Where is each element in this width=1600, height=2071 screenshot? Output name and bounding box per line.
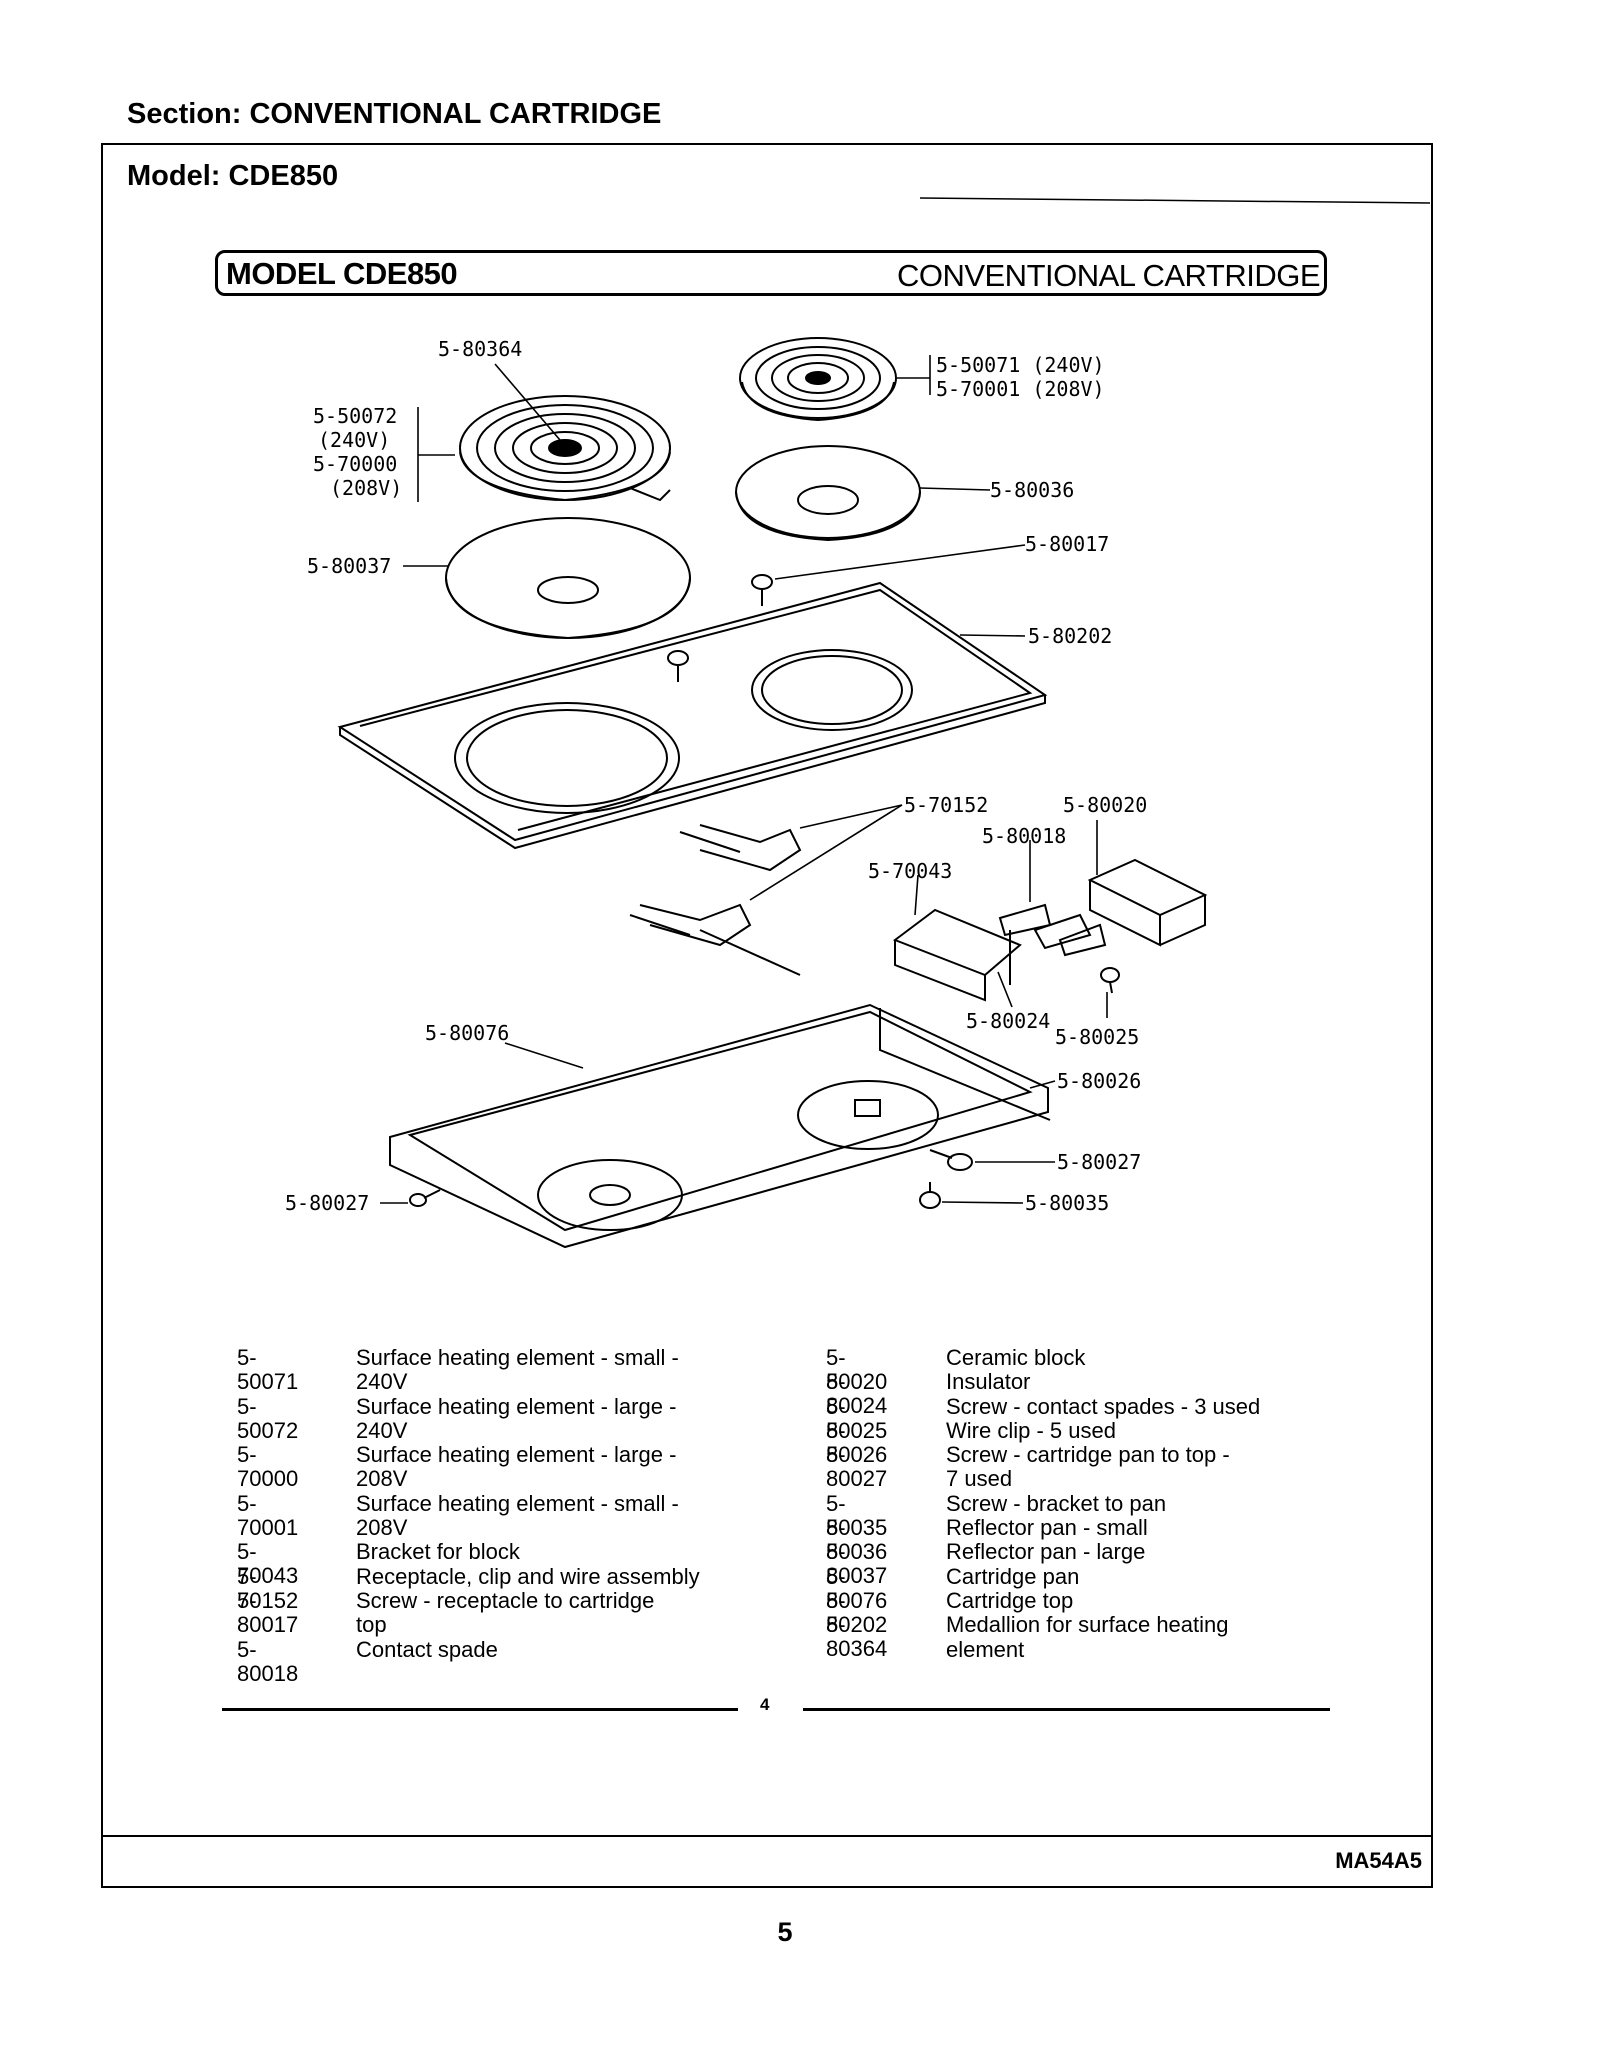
screw-80017-drawing <box>751 574 773 606</box>
part-number: 5-70043 <box>237 1539 299 1589</box>
part-number: 5-80020 <box>826 1345 888 1394</box>
part-number: 5-80076 <box>826 1563 888 1613</box>
callout-80027-left: 5-80027 <box>285 1191 369 1215</box>
leader-lines <box>380 355 1108 1204</box>
callout-70152: 5-70152 <box>904 793 988 817</box>
part-description: Reflector pan - large <box>946 1539 1146 1565</box>
part-description: Cartridge pan <box>946 1563 1080 1589</box>
header-rule <box>919 197 1431 204</box>
callout-80035: 5-80035 <box>1025 1191 1109 1215</box>
part-description: 7 used <box>946 1466 1013 1492</box>
page-rule-right <box>803 1708 1330 1711</box>
part-description: Wire clip - 5 used <box>946 1417 1116 1443</box>
part-number: 5-80202 <box>826 1588 888 1637</box>
screw-80027-drawing <box>929 1149 973 1171</box>
part-description: Surface heating element - small - <box>356 1490 679 1516</box>
part-description: Screw - cartridge pan to top - <box>946 1442 1230 1468</box>
part-description: Bracket for block <box>356 1539 520 1565</box>
banner-section-label: CONVENTIONAL CARTRIDGE <box>896 258 1321 293</box>
callout-50071: 5-50071 (240V) <box>936 353 1105 377</box>
small-reflector-pan-drawing <box>735 445 921 542</box>
part-number: 5-80025 <box>826 1393 888 1443</box>
callout-208v-large: (208V) <box>330 476 402 500</box>
receptacle-assembly-drawing <box>629 824 802 976</box>
part-description: 240V <box>356 1369 408 1395</box>
diagram-banner <box>215 250 1327 296</box>
page-rule-left <box>222 1708 738 1711</box>
ceramic-block-drawing <box>1087 858 1208 947</box>
part-description: Screw - bracket to pan <box>946 1490 1167 1516</box>
bracket-block-drawing <box>892 908 1022 1002</box>
callout-80025: 5-80025 <box>1055 1025 1139 1049</box>
screw-80035-drawing <box>919 1182 941 1209</box>
page-number: 5 <box>777 1917 793 1947</box>
part-description: Screw - contact spades - 3 used <box>946 1393 1261 1419</box>
model-title: Model: CDE850 <box>127 160 339 192</box>
callout-80364: 5-80364 <box>438 337 522 361</box>
callout-70000: 5-70000 <box>313 452 397 476</box>
part-description: element <box>946 1636 1025 1662</box>
document-code: MA54A5 <box>1335 1848 1422 1873</box>
part-number: 5-80017 <box>237 1588 299 1637</box>
contact-spades-drawing <box>998 903 1107 957</box>
large-heating-element-drawing <box>459 395 671 502</box>
part-number: 5-80018 <box>237 1636 299 1686</box>
callout-80027-right: 5-80027 <box>1057 1150 1141 1174</box>
small-heating-element-drawing <box>739 337 897 422</box>
part-description: Surface heating element - small - <box>356 1345 679 1370</box>
callout-70043: 5-70043 <box>868 859 952 883</box>
callout-80037: 5-80037 <box>307 554 391 578</box>
part-description: Cartridge top <box>946 1588 1074 1613</box>
cartridge-top-drawing <box>337 581 1048 850</box>
part-description: top <box>356 1612 387 1638</box>
screw-80025-drawing <box>1100 967 1120 994</box>
callout-80020: 5-80020 <box>1063 793 1147 817</box>
part-number: 5-80037 <box>826 1539 888 1589</box>
cartridge-pan-drawing <box>389 1003 1051 1249</box>
part-description: Insulator <box>946 1369 1031 1395</box>
banner-model-label: MODEL CDE850 <box>226 256 458 291</box>
callout-80018: 5-80018 <box>982 824 1066 848</box>
part-description: Reflector pan - small <box>946 1515 1148 1541</box>
large-reflector-pan-drawing <box>445 517 691 640</box>
screw-80027-left-drawing <box>409 1189 441 1207</box>
part-description: 240V <box>356 1417 408 1443</box>
screw-top-drawing <box>667 650 689 682</box>
inner-page-number: 4 <box>760 1695 770 1714</box>
callout-80024: 5-80024 <box>966 1009 1050 1033</box>
footer-divider <box>101 1835 1433 1837</box>
callout-80017: 5-80017 <box>1025 532 1109 556</box>
callout-80036: 5-80036 <box>990 478 1074 502</box>
part-description: 208V <box>356 1515 408 1541</box>
part-number: 5-70152 <box>237 1563 299 1613</box>
part-description: Receptacle, clip and wire assembly <box>356 1563 700 1589</box>
part-number: 5-50071 <box>237 1345 299 1394</box>
callout-240v-large: (240V) <box>318 428 390 452</box>
part-number: 5-50072 <box>237 1393 299 1443</box>
part-number: 5-70001 <box>237 1490 299 1540</box>
section-title: Section: CONVENTIONAL CARTRIDGE <box>127 98 662 130</box>
part-number: 5-80036 <box>826 1515 888 1565</box>
part-number: 5-80024 <box>826 1369 888 1419</box>
callout-80202: 5-80202 <box>1028 624 1112 648</box>
callout-80026: 5-80026 <box>1057 1069 1141 1093</box>
part-description: Surface heating element - large - <box>356 1393 677 1419</box>
part-number: 5-80364 <box>826 1612 888 1662</box>
callout-80076: 5-80076 <box>425 1021 509 1045</box>
part-number: 5-80027 <box>826 1442 888 1492</box>
page-frame <box>101 143 1433 1888</box>
part-description: Surface heating element - large - <box>356 1442 677 1468</box>
part-number: 5-80026 <box>826 1417 888 1467</box>
part-number: 5-80035 <box>826 1490 888 1540</box>
part-description: 208V <box>356 1466 408 1492</box>
callout-70001: 5-70001 (208V) <box>936 377 1105 401</box>
callout-50072: 5-50072 <box>313 404 397 428</box>
part-number: 5-70000 <box>237 1442 299 1492</box>
part-description: Ceramic block <box>946 1345 1086 1370</box>
part-description: Screw - receptacle to cartridge <box>356 1588 655 1613</box>
exploded-parts-diagram: 5-80364 5-50072 (240V) 5-70000 (208V) 5-… <box>285 197 1431 1249</box>
part-description: Contact spade <box>356 1636 498 1662</box>
part-description: Medallion for surface heating <box>946 1612 1229 1638</box>
